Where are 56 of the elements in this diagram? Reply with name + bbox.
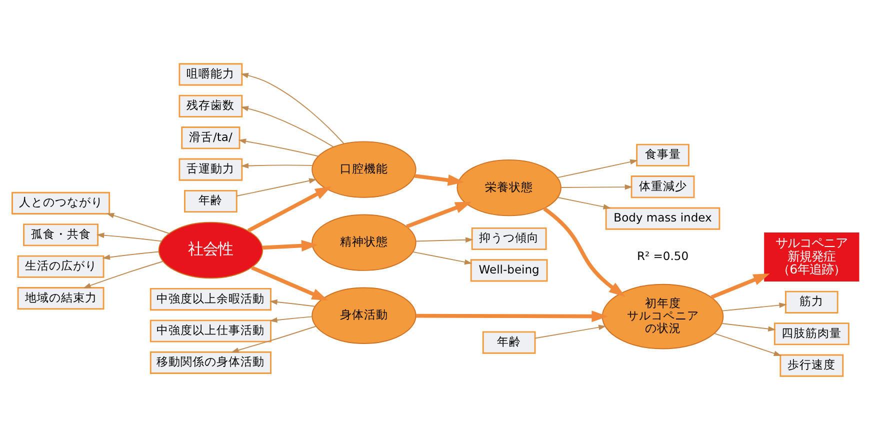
arrow: [102, 251, 160, 260]
label: R² =0.50: [636, 248, 689, 263]
arrow: [262, 240, 318, 252]
node-box: 孤食・共食: [23, 224, 98, 246]
node-box: 滑舌/ta/: [181, 126, 240, 150]
arrow: [560, 184, 633, 190]
arrow: [722, 322, 776, 332]
node-box: 年齢: [184, 190, 238, 213]
arrow: [270, 299, 316, 307]
arrow: [722, 302, 787, 312]
node-box: Well-being: [470, 259, 548, 282]
arrow: [415, 237, 474, 243]
node-box: Body mass index: [605, 207, 720, 230]
arrow: [238, 138, 319, 157]
node-box: 歩行速度: [780, 354, 844, 377]
arrow: [231, 326, 316, 353]
node-box: 食事量: [636, 144, 690, 166]
arrow: [557, 159, 638, 178]
arrow: [251, 266, 328, 301]
node-box: 年齢: [482, 331, 536, 354]
arrow: [240, 163, 313, 168]
node-box: サルコペニア 新規発症 （6年追跡）: [764, 232, 860, 282]
node-box: 中強度以上仕事活動: [150, 320, 272, 342]
arrow: [710, 274, 770, 300]
arrow: [534, 324, 606, 339]
arrow: [240, 72, 344, 144]
arrow: [106, 213, 170, 234]
node-box: 人とのつながり: [12, 192, 110, 214]
arrow: [714, 332, 782, 356]
node-ellipse: 栄養状態: [456, 159, 562, 216]
node-box: 中強度以上余暇活動: [150, 288, 272, 311]
node-box: 舌運動力: [178, 158, 243, 181]
node-ellipse: 精神状態: [312, 214, 416, 271]
node-box: 咀嚼能力: [178, 63, 243, 86]
arrow: [83, 260, 164, 288]
node-ellipse: 口腔機能: [312, 141, 416, 198]
node-box: 筋力: [785, 290, 838, 314]
node-box: 四肢筋肉量: [774, 322, 850, 346]
node-ellipse: 社会性: [158, 222, 264, 279]
arrow: [240, 106, 334, 148]
arrow: [270, 316, 312, 323]
arrow: [406, 202, 472, 228]
node-box: 抑うつ傾向: [471, 227, 547, 250]
arrow: [412, 251, 472, 265]
node-box: 地域の結束力: [17, 287, 104, 310]
node-box: 残存歯数: [178, 94, 243, 118]
arrow: [416, 310, 608, 322]
arrow: [236, 178, 317, 196]
arrow: [96, 232, 162, 242]
arrow: [558, 197, 612, 210]
arrow: [247, 186, 332, 232]
arrow: [543, 207, 626, 297]
node-box: 体重減少: [630, 176, 695, 198]
arrow: [414, 174, 464, 186]
node-box: 生活の広がり: [17, 255, 104, 278]
node-box: 移動関係の身体活動: [150, 351, 272, 374]
